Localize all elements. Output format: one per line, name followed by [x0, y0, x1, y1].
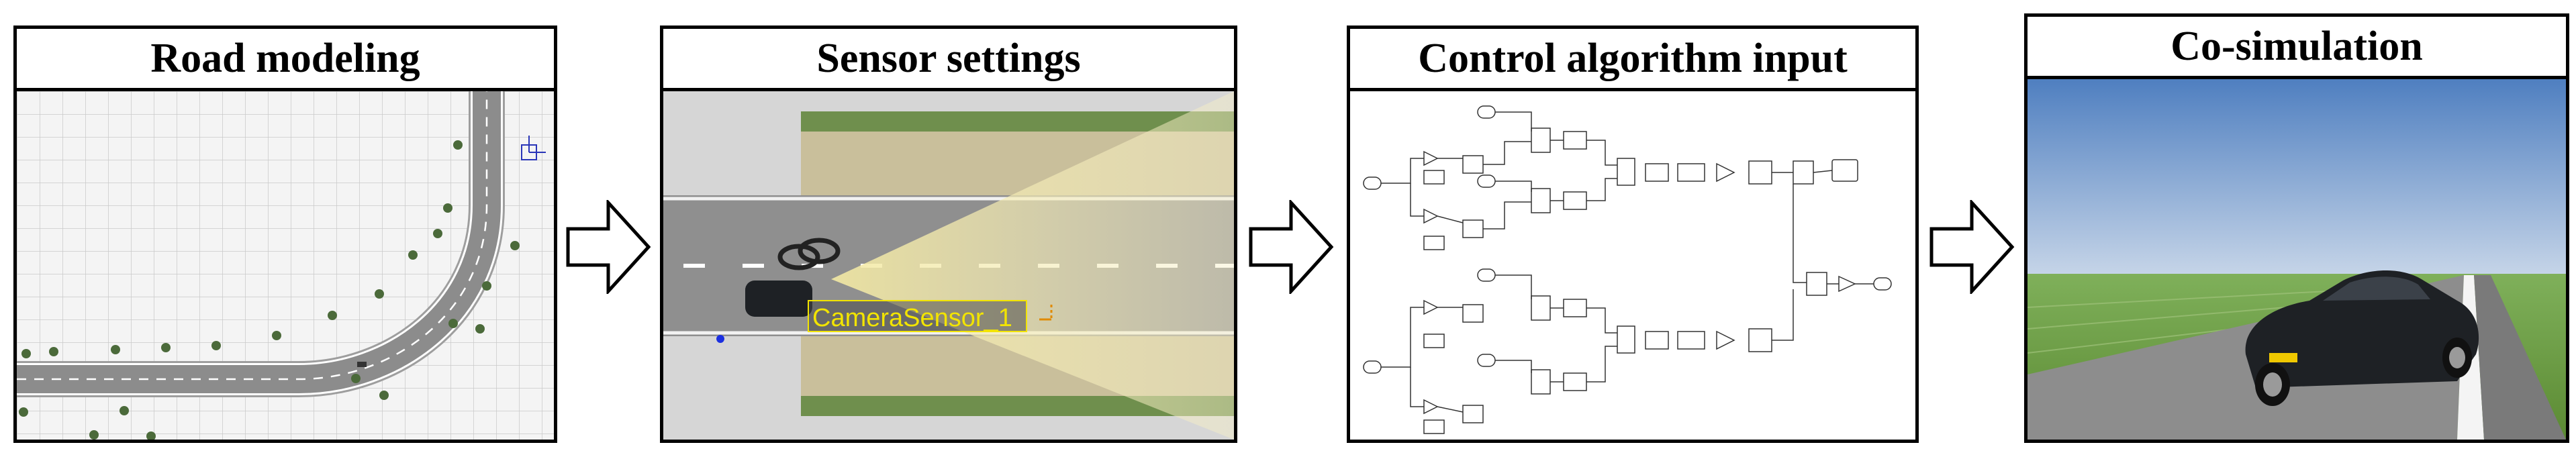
- arrow-right-icon: [566, 200, 651, 294]
- tree-markers: [19, 140, 520, 440]
- road-modeling-panel: Road modeling: [13, 26, 557, 443]
- control-algorithm-panel: Control algorithm input: [1347, 26, 1919, 443]
- road-curve: [17, 91, 505, 397]
- co-simulation-panel: Co-simulation: [2024, 13, 2569, 443]
- sensor-settings-title: Sensor settings: [660, 26, 1237, 91]
- road-car-marker: [357, 362, 367, 367]
- arrow-right-icon: [1929, 200, 2015, 294]
- sensor-settings-image: CameraSensor_1: [660, 91, 1237, 443]
- block-diagram-lower: [1363, 268, 1794, 434]
- control-algorithm-title: Control algorithm input: [1347, 26, 1919, 91]
- sky: [2028, 79, 2566, 281]
- co-simulation-image: [2024, 79, 2569, 443]
- origin-point: [716, 335, 724, 343]
- sim-car: [2245, 270, 2479, 406]
- control-algorithm-diagram: [1347, 91, 1919, 443]
- sensor-car: [745, 238, 841, 317]
- sensor-gizmo[interactable]: [1039, 305, 1053, 321]
- camera-fov-cone: [831, 91, 1234, 440]
- block-diagram-upper: [1363, 105, 1858, 250]
- block-diagram-output: [1793, 184, 1892, 296]
- axis-gizmo[interactable]: [521, 136, 546, 160]
- co-simulation-title: Co-simulation: [2024, 13, 2569, 79]
- sensor-settings-panel: Sensor settings: [660, 26, 1237, 443]
- camera-sensor-label[interactable]: CameraSensor_1: [812, 304, 1012, 332]
- road-modeling-title: Road modeling: [13, 26, 557, 91]
- arrow-right-icon: [1249, 200, 1334, 294]
- road-modeling-image: [13, 91, 557, 443]
